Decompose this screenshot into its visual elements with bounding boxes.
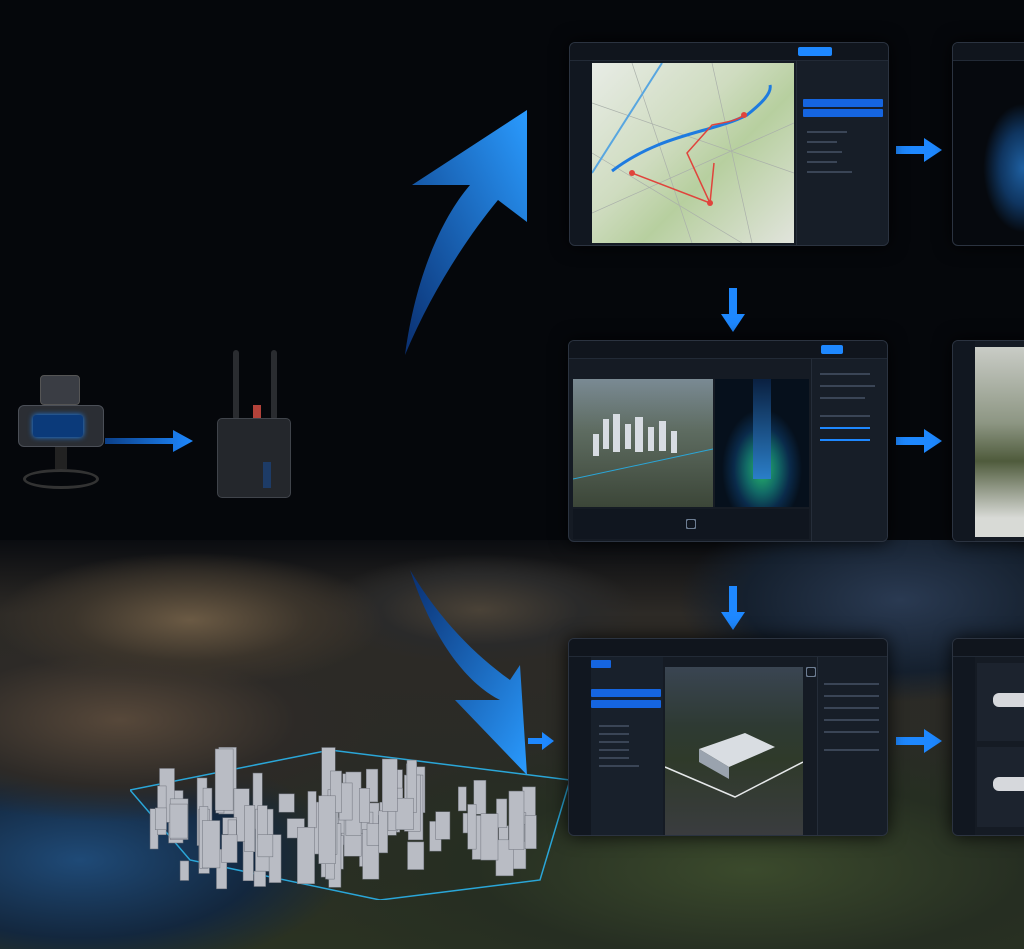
city-building: [378, 810, 388, 854]
flow-arrow-icon: [896, 429, 942, 453]
city-building: [473, 780, 487, 815]
city-building: [318, 795, 336, 864]
city-building: [202, 820, 221, 869]
city-building: [244, 805, 256, 853]
city-building: [458, 786, 467, 812]
city-building: [359, 788, 370, 823]
flow-arrow-icon: [721, 288, 745, 332]
city-building: [496, 798, 508, 828]
city-building: [407, 841, 425, 870]
city-building: [480, 813, 499, 861]
city-building: [366, 768, 379, 803]
city-building: [330, 770, 342, 813]
city-building: [278, 793, 295, 813]
city-building: [179, 860, 190, 881]
city-building: [214, 748, 234, 811]
city-building: [169, 803, 188, 839]
city-building: [435, 811, 451, 840]
map-canvas[interactable]: [591, 62, 795, 244]
city-building: [508, 790, 525, 850]
city-building: [467, 804, 477, 850]
city-building: [307, 791, 317, 829]
mission-planning-map[interactable]: [569, 42, 889, 246]
flow-arrow-icon: [721, 586, 745, 630]
city-3d-model: [130, 747, 570, 900]
city-building: [253, 870, 266, 887]
point-cloud-view[interactable]: [952, 42, 1024, 246]
camera-device-icon: [15, 375, 107, 493]
drone-icon: [993, 693, 1024, 707]
city-building: [221, 834, 238, 863]
city-view[interactable]: [572, 379, 714, 507]
flow-arrow-icon: [896, 138, 942, 162]
city-building: [297, 827, 315, 885]
city-building: [257, 834, 274, 858]
flow-arrow-icon: [105, 430, 193, 452]
curved-flow-arrows: [405, 110, 527, 775]
drone-fleet-view[interactable]: [952, 638, 1024, 836]
city-3d-model-view[interactable]: [568, 340, 888, 542]
point-cloud-canvas[interactable]: [715, 379, 809, 507]
tree-scene-view[interactable]: [952, 340, 1024, 542]
city-building: [395, 797, 414, 830]
city-building: [366, 823, 380, 846]
city-building: [524, 815, 537, 849]
transmitter-device-icon: [215, 350, 293, 500]
city-building: [257, 805, 268, 839]
building-model-view[interactable]: [568, 638, 888, 836]
city-building: [382, 758, 398, 812]
drone-icon: [993, 777, 1024, 791]
city-building: [268, 834, 282, 883]
building-canvas[interactable]: [664, 667, 804, 835]
flow-arrow-icon: [528, 732, 554, 750]
flow-arrow-icon: [896, 729, 942, 753]
city-building: [154, 807, 167, 830]
